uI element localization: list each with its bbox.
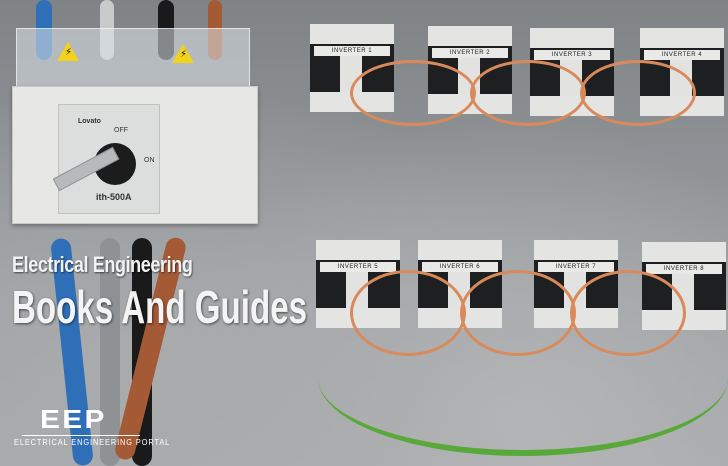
orange-control-wire: [470, 60, 586, 126]
contactor-label: INVERTER 7: [538, 262, 614, 272]
logo-subtitle: ELECTRICAL ENGINEERING PORTAL: [14, 438, 171, 447]
earth-wire: [318, 300, 728, 456]
switch-on-label: ON: [144, 157, 155, 164]
contactor-label: INVERTER 4: [644, 50, 720, 60]
eep-logo: EEP ELECTRICAL ENGINEERING PORTAL: [14, 406, 171, 447]
logo-mark: EEP: [40, 404, 107, 434]
logo-divider: [22, 435, 140, 436]
switch-brand: Lovato: [78, 118, 101, 125]
orange-control-wire: [580, 60, 696, 126]
contactor-label: INVERTER 1: [314, 46, 390, 56]
high-voltage-warning-icon: ⚡: [57, 42, 79, 61]
orange-control-wire: [350, 60, 476, 126]
headline-line-1: Electrical Engineering: [12, 252, 193, 277]
switch-model: ith-500A: [96, 192, 132, 202]
contactor-label: INVERTER 6: [422, 262, 498, 272]
contactor-label: INVERTER 8: [646, 264, 722, 274]
contactor-label: INVERTER 2: [432, 48, 508, 58]
grey-cable-bottom: [100, 238, 120, 466]
high-voltage-warning-icon: ⚡: [172, 44, 194, 63]
switch-off-label: OFF: [114, 127, 128, 134]
terminal-cover: [16, 28, 250, 90]
contactor-label: INVERTER 5: [320, 262, 396, 272]
headline-line-2: Books And Guides: [12, 281, 308, 333]
contactor-label: INVERTER 3: [534, 50, 610, 60]
